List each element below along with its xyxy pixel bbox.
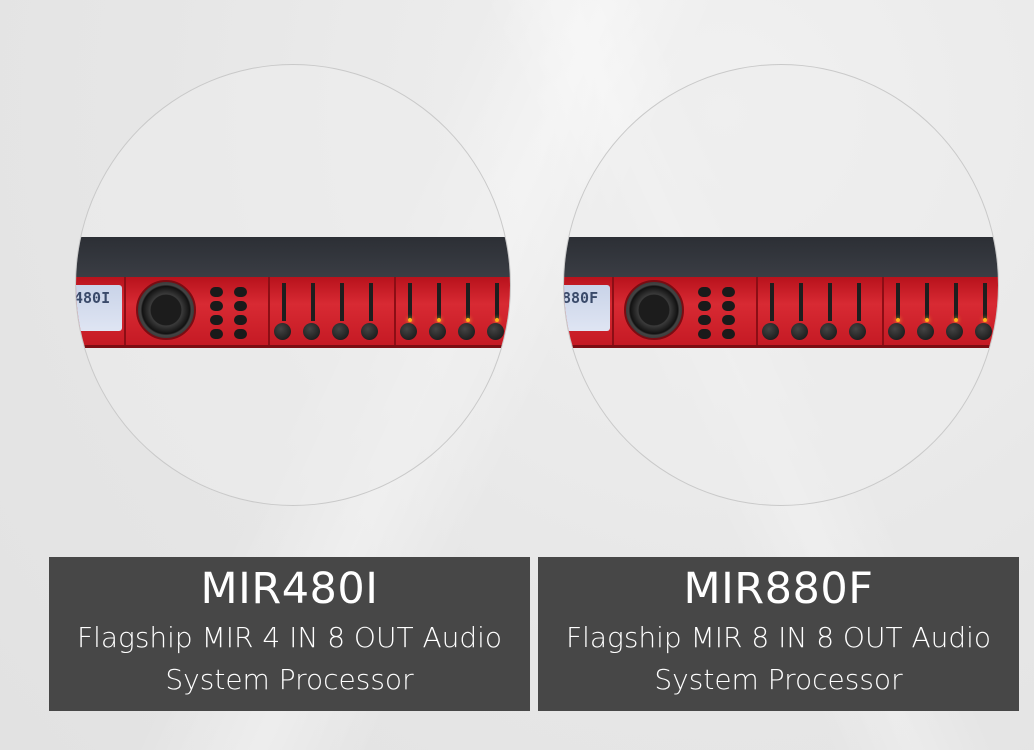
panel-button: [698, 287, 711, 297]
panel-button: [234, 301, 247, 311]
input-knob: [762, 323, 779, 340]
level-meter: [828, 283, 832, 321]
device-front-panel: 880F: [564, 277, 998, 348]
panel-divider: [756, 277, 758, 345]
status-led: [495, 318, 499, 322]
panel-button: [722, 315, 735, 325]
level-meter: [983, 283, 987, 321]
panel-button: [210, 287, 223, 297]
status-led: [983, 318, 987, 322]
panel-button: [722, 329, 735, 339]
output-knob: [917, 323, 934, 340]
panel-divider: [612, 277, 614, 345]
level-meter: [466, 283, 470, 321]
output-knob: [400, 323, 417, 340]
level-meter: [282, 283, 286, 321]
panel-divider: [394, 277, 396, 345]
status-led: [408, 318, 412, 322]
input-knob: [791, 323, 808, 340]
panel-button: [210, 315, 223, 325]
status-led: [954, 318, 958, 322]
device-chassis-top: [564, 237, 998, 277]
output-knob: [458, 323, 475, 340]
level-meter: [799, 283, 803, 321]
output-knob: [888, 323, 905, 340]
audio-processor-device: 480I: [76, 237, 510, 349]
panel-button: [234, 329, 247, 339]
level-meter: [925, 283, 929, 321]
panel-button: [210, 329, 223, 339]
panel-button: [698, 329, 711, 339]
level-meter: [340, 283, 344, 321]
product-description-line1: Flagship MIR 8 IN 8 OUT Audio: [565, 621, 992, 654]
panel-button: [722, 301, 735, 311]
audio-processor-device: 880F: [564, 237, 998, 349]
product-description-line2: System Processor: [165, 663, 414, 696]
level-meter: [408, 283, 412, 321]
panel-button: [722, 287, 735, 297]
level-meter: [311, 283, 315, 321]
panel-button: [698, 315, 711, 325]
input-knob: [361, 323, 378, 340]
device-chassis-top: [76, 237, 510, 277]
product-description-line1: Flagship MIR 4 IN 8 OUT Audio: [76, 621, 503, 654]
level-meter: [495, 283, 499, 321]
level-meter: [369, 283, 373, 321]
output-knob: [975, 323, 992, 340]
status-led: [437, 318, 441, 322]
status-led: [925, 318, 929, 322]
input-knob: [274, 323, 291, 340]
status-led: [466, 318, 470, 322]
input-knob: [820, 323, 837, 340]
device-front-panel: 480I: [76, 277, 510, 348]
panel-divider: [882, 277, 884, 345]
level-meter: [770, 283, 774, 321]
input-knob: [303, 323, 320, 340]
jog-wheel: [136, 280, 196, 340]
panel-divider: [124, 277, 126, 345]
panel-button: [234, 287, 247, 297]
product-label-mir480i[interactable]: MIR480I Flagship MIR 4 IN 8 OUT Audio Sy…: [49, 557, 530, 711]
panel-button: [210, 301, 223, 311]
output-knob: [946, 323, 963, 340]
device-lcd-display: 880F: [564, 285, 610, 331]
product-description-line2: System Processor: [654, 663, 903, 696]
output-knob: [487, 323, 504, 340]
output-knob: [429, 323, 446, 340]
status-led: [896, 318, 900, 322]
product-model-name: MIR880F: [683, 564, 874, 614]
device-lcd-display: 480I: [76, 285, 122, 331]
level-meter: [437, 283, 441, 321]
panel-button: [234, 315, 247, 325]
product-model-name: MIR480I: [200, 564, 379, 614]
level-meter: [896, 283, 900, 321]
product-label-mir880f[interactable]: MIR880F Flagship MIR 8 IN 8 OUT Audio Sy…: [538, 557, 1019, 711]
panel-divider: [268, 277, 270, 345]
input-knob: [849, 323, 866, 340]
panel-button: [698, 301, 711, 311]
product-image-mir880f[interactable]: 880F: [563, 64, 999, 506]
input-knob: [332, 323, 349, 340]
product-image-mir480i[interactable]: 480I: [75, 64, 511, 506]
level-meter: [857, 283, 861, 321]
jog-wheel: [624, 280, 684, 340]
level-meter: [954, 283, 958, 321]
